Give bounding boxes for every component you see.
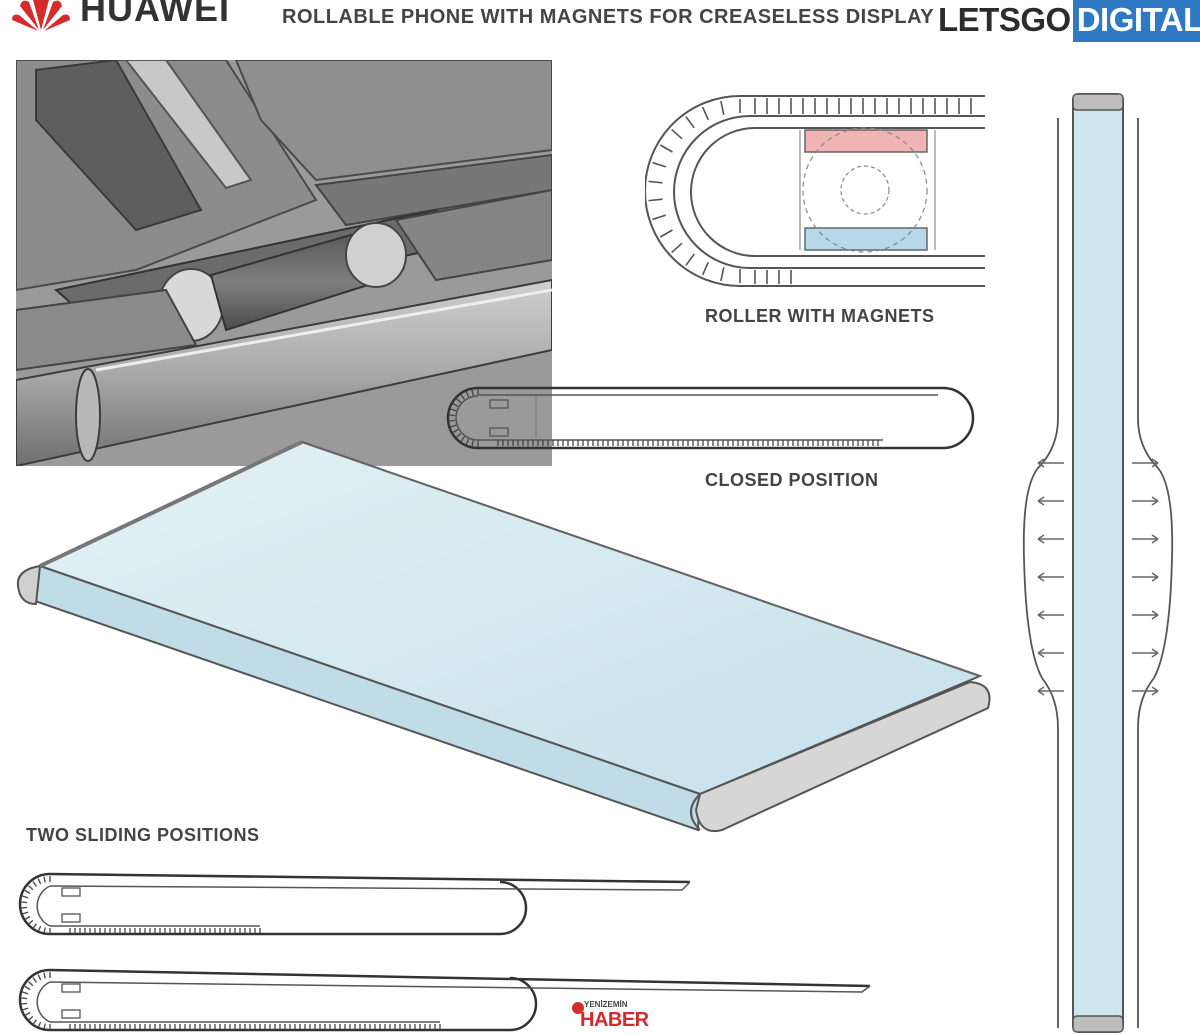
brand-name: HUAWEI <box>80 0 230 29</box>
magnet-bottom <box>804 227 928 251</box>
watermark: YENİZEMİN HABER <box>570 998 649 1034</box>
huawei-petal-logo-icon <box>12 0 70 31</box>
site-logo-dark-text: LETSGO <box>938 1 1071 38</box>
site-logo-blue-text: DIGITAL <box>1072 0 1200 42</box>
hinge-mechanism-render <box>16 60 552 466</box>
page-headline: ROLLABLE PHONE WITH MAGNETS FOR CREASELE… <box>282 6 935 28</box>
side-view-stretched-display <box>1022 93 1174 1033</box>
closed-position-diagram <box>446 386 975 450</box>
huawei-brand: HUAWEI <box>10 0 230 32</box>
closed-position-caption: CLOSED POSITION <box>705 470 879 490</box>
sliding-positions-caption: TWO SLIDING POSITIONS <box>26 825 260 845</box>
watermark-top: YENİZEMİN <box>584 1000 628 1009</box>
rollable-phone-isometric <box>16 440 991 832</box>
sliding-position-2-diagram <box>18 968 871 1032</box>
watermark-bottom: HABER <box>580 1009 649 1031</box>
roller-caption: ROLLER WITH MAGNETS <box>705 306 935 326</box>
site-logo: LETSGO DIGITAL <box>938 0 1200 42</box>
watermark-icon <box>572 1002 584 1014</box>
magnet-top <box>804 129 928 153</box>
roller-cross-section <box>645 95 985 287</box>
sliding-position-1-diagram <box>18 872 691 936</box>
